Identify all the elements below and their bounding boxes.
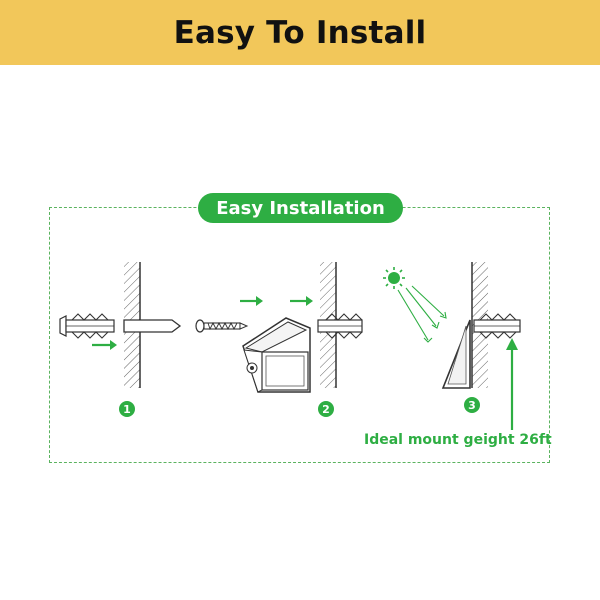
header-banner: Easy To Install: [0, 0, 600, 65]
step-1-number: 1: [123, 403, 131, 416]
step-3-number: 3: [468, 399, 476, 412]
arrow-right-icon: [92, 340, 117, 350]
badge-label: Easy Installation: [216, 197, 385, 219]
easy-installation-badge: Easy Installation: [198, 193, 403, 223]
step-1-illustration: 1: [59, 262, 182, 417]
step-2-number: 2: [322, 403, 330, 416]
page-title: Easy To Install: [173, 14, 427, 51]
arrow-right-icon: [290, 296, 313, 306]
arrow-right-icon: [240, 296, 263, 306]
mount-height-caption: Ideal mount geight 26ft: [364, 432, 552, 448]
anchor-plug-icon: [59, 313, 115, 339]
sun-icon: [383, 267, 405, 289]
anchor-plug-icon: [317, 313, 363, 339]
step-2-badge: [318, 401, 334, 417]
drilled-hole-icon: [123, 319, 182, 333]
arrow-up-icon: [506, 338, 518, 430]
sun-ray-icon: [397, 285, 447, 343]
anchor-plug-icon: [473, 313, 521, 339]
screw-icon: [195, 319, 249, 333]
step-3-illustration: 3: [383, 262, 521, 430]
step-1-badge: [119, 401, 135, 417]
solar-light-icon: [441, 319, 471, 389]
solar-light-icon: [242, 317, 311, 393]
step-3-badge: [464, 397, 480, 413]
step-2-illustration: 2: [195, 262, 363, 417]
